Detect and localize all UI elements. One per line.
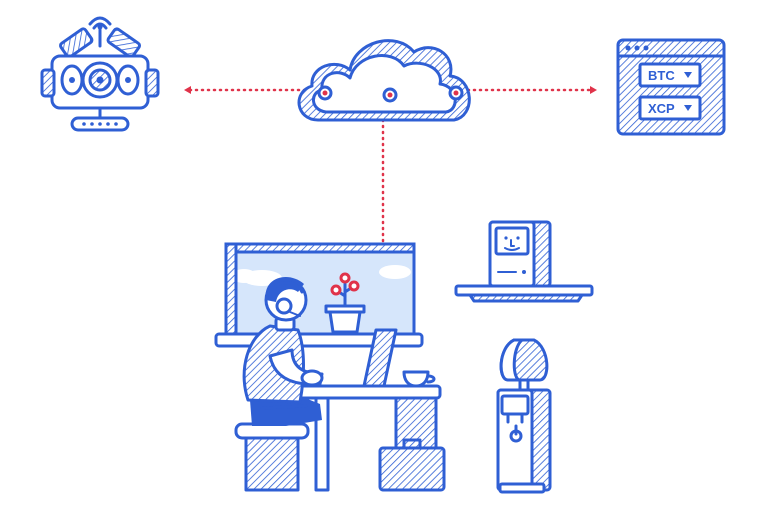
wallet-select-xcp[interactable]: XCP <box>638 95 702 121</box>
cloud-icon <box>297 39 471 122</box>
chevron-down-icon <box>684 105 692 111</box>
chevron-down-icon <box>684 72 692 78</box>
laptop-icon <box>324 328 398 388</box>
bag-icon <box>378 438 446 492</box>
office-window <box>214 242 424 348</box>
person-at-desk-icon <box>242 277 324 426</box>
water-cooler-icon <box>496 338 552 494</box>
arrowhead-left-icon <box>184 86 191 94</box>
wallet-select-btc[interactable]: BTC <box>638 62 702 88</box>
wall-shelf <box>454 284 594 303</box>
stool <box>234 422 310 492</box>
server-machine-icon <box>40 16 160 132</box>
potted-plant-icon <box>324 272 366 334</box>
coffee-cup-icon <box>396 370 436 388</box>
wallet-option-label: BTC <box>648 68 675 83</box>
arrowhead-right-icon <box>590 86 597 94</box>
wallet-window-icon: BTC XCP <box>616 38 726 136</box>
retro-computer-icon <box>488 220 552 288</box>
wallet-option-label: XCP <box>648 101 675 116</box>
